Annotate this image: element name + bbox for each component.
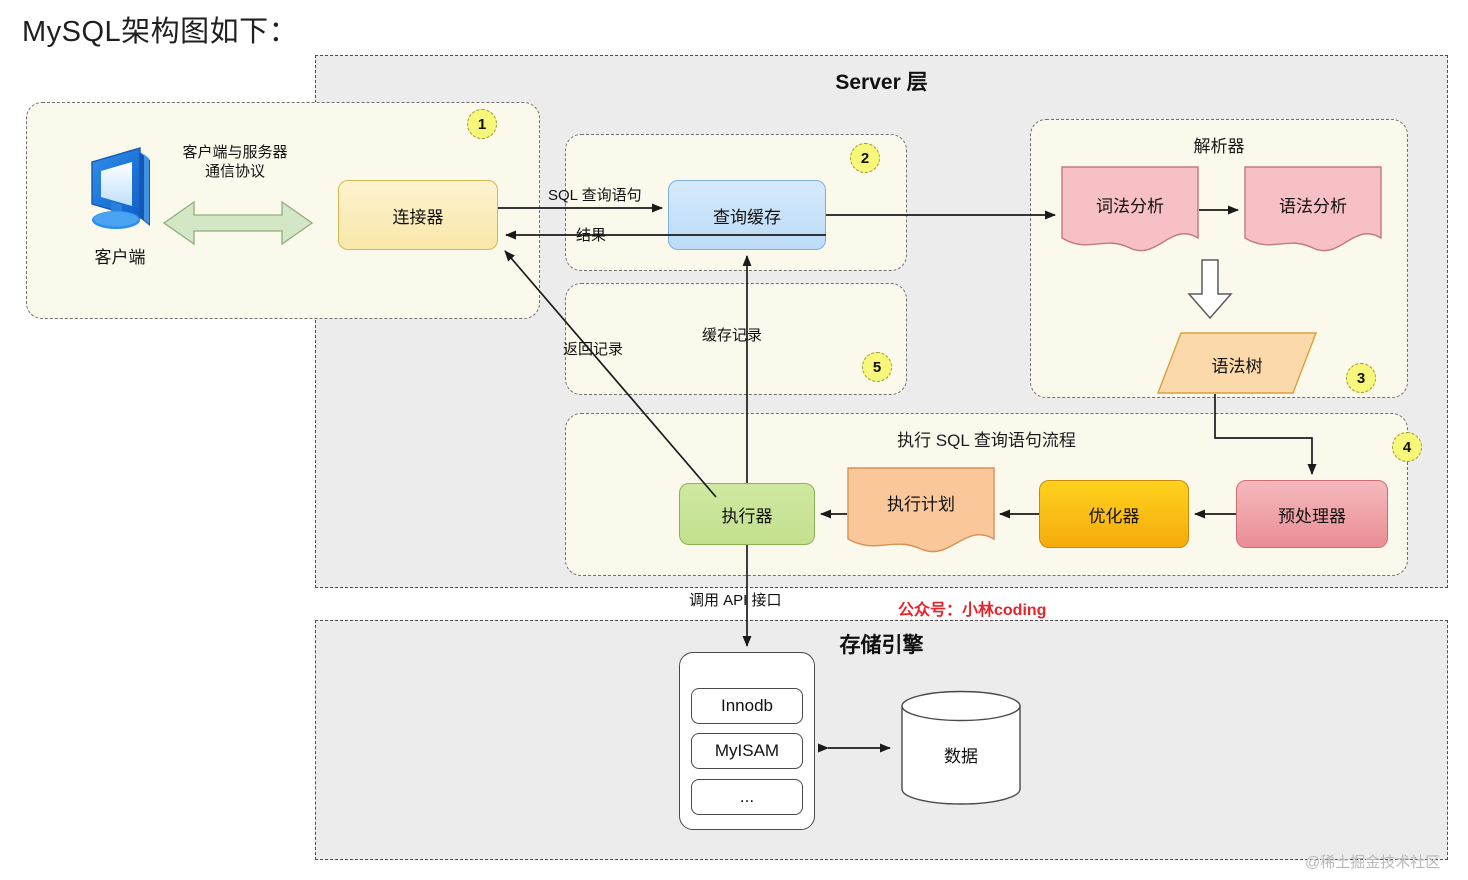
engine-item-other[interactable]: ... <box>691 779 803 815</box>
parser-title: 解析器 <box>1193 137 1245 156</box>
syntax-tree-label: 语法树 <box>1211 357 1263 376</box>
storage-layer-container: 存储引擎 <box>315 620 1448 860</box>
protocol-line-2: 通信协议 <box>204 162 265 180</box>
edge-label-return-record: 返回记录 <box>563 341 624 358</box>
exec-flow-title: 执行 SQL 查询语句流程 <box>897 431 1076 450</box>
data-label: 数据 <box>944 747 978 766</box>
syntax-analysis-label: 语法分析 <box>1279 197 1347 216</box>
badge-5: 5 <box>862 352 892 382</box>
badge-2: 2 <box>850 143 880 173</box>
storage-layer-title: 存储引擎 <box>839 634 924 657</box>
edge-label-client-protocol: 客户端与服务器 通信协议 <box>160 144 310 182</box>
node-preprocessor[interactable]: 预处理器 <box>1236 480 1388 548</box>
engine-item-innodb[interactable]: Innodb <box>691 688 803 724</box>
node-optimizer[interactable]: 优化器 <box>1039 480 1189 548</box>
edge-label-sql-query: SQL 查询语句 <box>548 187 642 204</box>
badge-4: 4 <box>1392 432 1422 462</box>
edge-label-result: 结果 <box>576 227 607 244</box>
node-connector[interactable]: 连接器 <box>338 180 498 250</box>
double-headed-arrow-icon <box>162 196 314 250</box>
node-query-cache[interactable]: 查询缓存 <box>668 180 826 250</box>
client-label: 客户端 <box>94 248 146 267</box>
node-executor[interactable]: 执行器 <box>679 483 815 545</box>
server-layer-title: Server 层 <box>835 71 928 94</box>
node-syntax-tree[interactable]: 语法树 <box>1157 332 1317 394</box>
edge-label-call-api: 调用 API 接口 <box>689 592 782 609</box>
database-cylinder-icon: 数据 <box>900 690 1022 805</box>
badge-1: 1 <box>467 109 497 139</box>
page-title: MySQL架构图如下： <box>22 16 299 48</box>
hollow-down-arrow-icon <box>1187 258 1233 320</box>
lexical-analysis-label: 词法分析 <box>1096 197 1164 216</box>
engine-item-myisam[interactable]: MyISAM <box>691 733 803 769</box>
credit-text: 公众号：小林coding <box>898 602 1047 619</box>
watermark: @稀土掘金技术社区 <box>1305 854 1441 871</box>
exec-plan-label: 执行计划 <box>887 495 955 514</box>
node-syntax-analysis[interactable]: 语法分析 <box>1244 166 1382 254</box>
node-exec-plan[interactable]: 执行计划 <box>847 467 995 555</box>
edge-label-cache-record: 缓存记录 <box>702 327 763 344</box>
monitor-icon <box>70 140 170 240</box>
node-lexical-analysis[interactable]: 词法分析 <box>1061 166 1199 254</box>
badge-3: 3 <box>1346 363 1376 393</box>
protocol-line-1: 客户端与服务器 <box>182 144 288 161</box>
